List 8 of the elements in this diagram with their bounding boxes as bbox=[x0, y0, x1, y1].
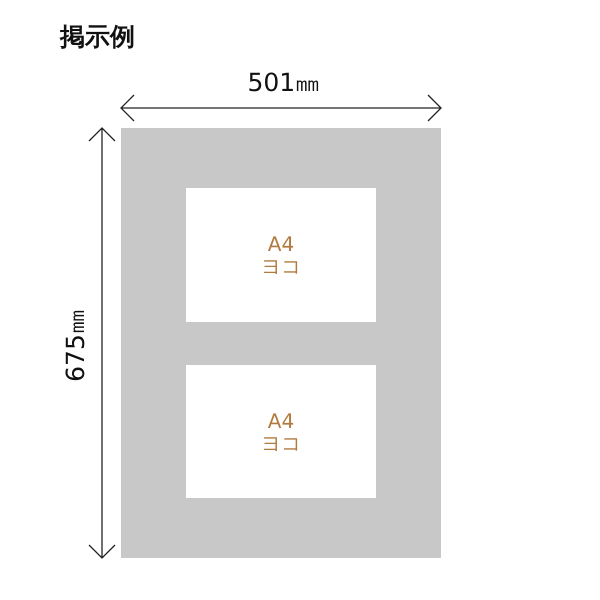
opening-label: A4 ヨコ bbox=[260, 410, 302, 454]
dimension-label: 675㎜ bbox=[59, 308, 90, 382]
frame-opening bbox=[186, 188, 376, 322]
opening-label: A4 ヨコ bbox=[260, 233, 302, 277]
board bbox=[121, 128, 441, 558]
title: 掲示例 bbox=[60, 21, 135, 53]
frame-opening bbox=[186, 365, 376, 498]
dimension-label: 501㎜ bbox=[248, 66, 320, 98]
